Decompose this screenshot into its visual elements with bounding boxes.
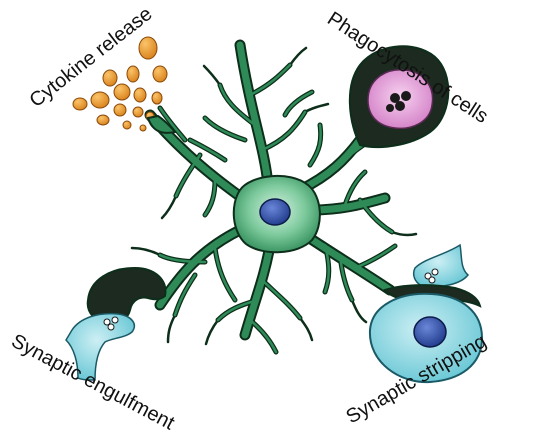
phagocytosed-nuclei bbox=[386, 91, 411, 112]
microglia-processes-fill bbox=[146, 41, 397, 354]
synapse-bouton bbox=[65, 312, 136, 381]
microglia-soma bbox=[232, 174, 321, 254]
microglia-nucleus bbox=[259, 198, 291, 226]
cytokine-granules bbox=[72, 36, 168, 132]
phagocytosis-cell bbox=[348, 45, 450, 148]
neuron-nucleus bbox=[413, 316, 447, 348]
cytokine-process-tip bbox=[146, 114, 177, 134]
synaptic-engulfment bbox=[65, 266, 167, 381]
stripped-synapse-bouton bbox=[412, 243, 470, 288]
synaptic-stripping bbox=[368, 243, 484, 384]
